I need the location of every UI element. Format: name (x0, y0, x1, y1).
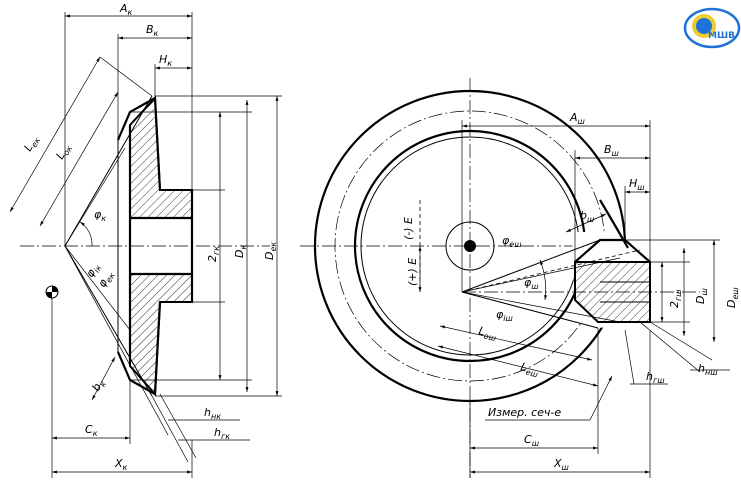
pinion-label-phi: φш (524, 276, 539, 291)
pinion-label-d: Dш (694, 288, 709, 304)
gear-label-a: Aк (119, 2, 133, 17)
pinion-label-hn: hнш (698, 362, 718, 377)
pinion-ext-hg (624, 329, 635, 385)
gear-dim-bk (91, 356, 116, 401)
pinion-label-b: Bш (604, 143, 620, 158)
pinion-curve (599, 199, 629, 249)
gear-label-lek: Lек (21, 133, 42, 154)
pinion-label-lo: Lош (477, 324, 499, 343)
pinion-cone-2 (461, 291, 599, 329)
gear-section-upper (129, 95, 193, 219)
gear-label-d: Dк (233, 245, 248, 258)
gear-label-hnk: hнк (204, 406, 221, 421)
pinion-angle-arc (539, 259, 548, 301)
gear-label-de: Dек (263, 242, 278, 260)
pinion-label-de: Dеш (725, 287, 740, 308)
gear-reference-point (45, 285, 59, 299)
gear-label-phi-e: φек (95, 268, 117, 290)
gear-label-phi-i: φiк (83, 260, 103, 280)
pinion-cone-4 (461, 291, 621, 323)
gear-label-z: 2гк (206, 246, 221, 262)
pinion-label-h: Hш (629, 177, 645, 192)
pinion-dim-b-small (565, 213, 607, 233)
pinion-label-c: Cш (524, 433, 540, 448)
gear-dim-lek (9, 56, 101, 213)
gear-dim-lok (39, 91, 119, 227)
logo: МШВ (683, 7, 741, 49)
pinion-cone-5 (461, 249, 641, 293)
pinion-label-z: 2гш (668, 289, 683, 308)
logo-inner (696, 18, 712, 34)
gear-label-b: Bк (146, 23, 159, 38)
pinion-label-x: Xш (553, 457, 570, 472)
gear-label-ck: Cк (85, 423, 98, 438)
logo-ring (683, 7, 741, 49)
pinion-view: (+) E (-) E Aш Bш Hш bш φеш φш φiш Lош L… (300, 78, 740, 478)
pinion-label-phi-e: φеш (502, 234, 522, 249)
gear-angle-phi-arc (79, 221, 93, 247)
pinion-label-b-small: bш (580, 209, 595, 224)
gear-cone-root-lower (64, 245, 169, 436)
section-leader-arrow (589, 375, 613, 421)
gear-label-phi: φк (94, 208, 106, 223)
gear-label-xk: Xк (114, 457, 128, 472)
gear-ext-h1 (151, 395, 189, 463)
gear-label-h: Hк (159, 53, 172, 68)
pinion-tooth (574, 238, 651, 263)
pinion-label-hg: hгш (646, 370, 665, 385)
gear-cone-mid-lower (64, 245, 131, 331)
pinion-label-offset-neg: (-) E (402, 217, 415, 240)
pinion-label-offset-pos: (+) E (406, 258, 419, 286)
gear-ext-h2 (159, 393, 197, 459)
gear-section-lower (129, 273, 193, 397)
pinion-label-le: Lеш (519, 360, 541, 379)
gear-label-lok: Lок (53, 141, 74, 162)
pinion-label-phi-i: φiш (496, 308, 513, 323)
gear-tooth-upper (116, 96, 162, 191)
gear-label-bk: bк (89, 377, 108, 395)
gear-tooth-lower (116, 301, 162, 396)
pinion-label-a: Aш (569, 111, 586, 126)
gear-ext-lek (99, 56, 153, 97)
pinion-label-section: Измер. сеч-е (488, 406, 561, 419)
gear-label-hgk: hгк (214, 426, 230, 441)
gear-view: Aк Bк Hк Lек Lок φк φiк φек bк 2гк (9, 2, 282, 478)
logo-text: МШВ (708, 31, 735, 41)
pinion-dim-le (437, 345, 599, 387)
gear-cone-root-upper (64, 147, 126, 247)
pinion-cone-1 (461, 239, 601, 293)
pinion-ext-hn2 (649, 321, 713, 361)
